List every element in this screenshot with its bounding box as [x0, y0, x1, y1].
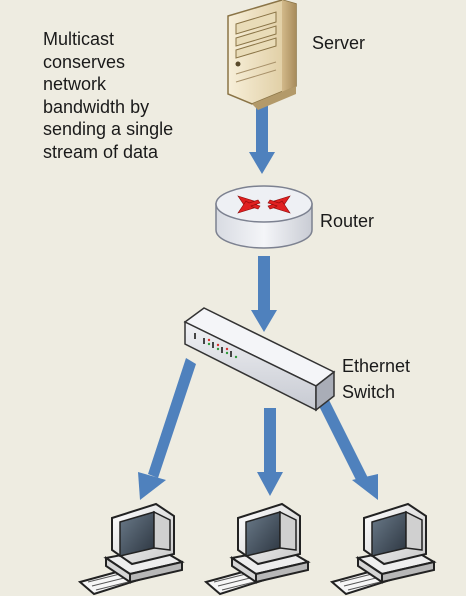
arrow-head-switch-client-2: [257, 472, 283, 496]
arrow-switch-client-2: [264, 408, 276, 474]
router-label: Router: [320, 211, 375, 231]
arrow-head-switch-client-3: [352, 474, 378, 500]
arrow-switch-client-1: [148, 358, 196, 478]
computer-icon: [205, 503, 309, 595]
server-label: Server: [312, 33, 366, 53]
caption-line: sending a single: [43, 119, 174, 139]
server-tower-icon: [227, 0, 297, 110]
caption-line: stream of data: [43, 141, 159, 162]
arrow-router-switch: [258, 256, 270, 312]
switch-label-line: Ethernet: [342, 356, 411, 376]
arrow-head-router-switch: [251, 310, 277, 332]
ethernet-switch-icon: [183, 307, 336, 412]
computer-icon: [331, 503, 435, 595]
caption-line: bandwidth by: [43, 96, 150, 117]
caption-line: network: [43, 74, 107, 94]
arrow-switch-client-3: [318, 398, 368, 484]
arrow-head-server-router: [249, 152, 275, 174]
arrow-server-router: [256, 100, 268, 154]
computer-icon: [79, 503, 183, 595]
caption-line: conserves: [43, 51, 126, 72]
router-icon: [215, 185, 313, 249]
switch-label: Ethernet Switch: [342, 353, 410, 405]
multicast-caption: Multicast conserves network bandwidth by…: [43, 28, 218, 163]
arrow-head-switch-client-1: [138, 472, 166, 500]
caption-line: Multicast: [43, 29, 115, 49]
switch-label-line: Switch: [342, 382, 396, 402]
